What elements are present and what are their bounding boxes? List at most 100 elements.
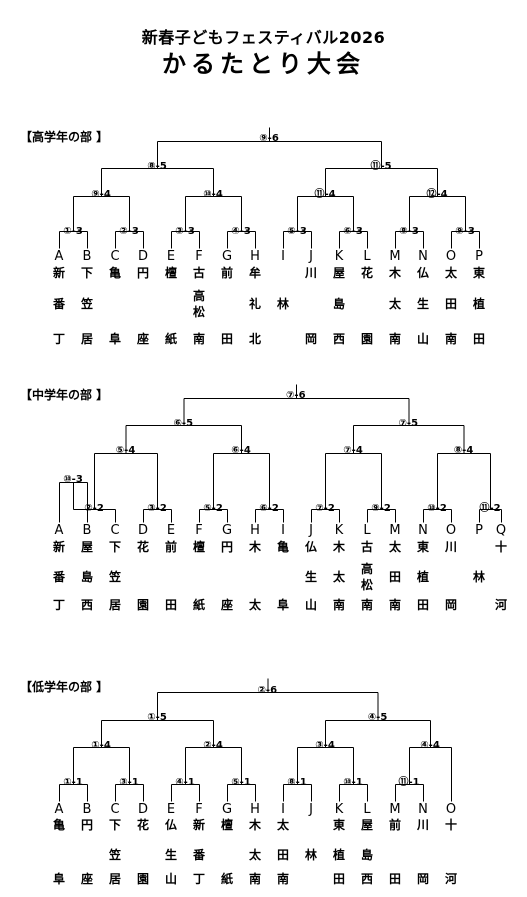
team-letter: G <box>221 249 233 264</box>
match-label: ⑪-5 <box>370 161 392 172</box>
team-name-char: 阜 <box>52 872 66 886</box>
match-label: ③-2 <box>147 503 167 514</box>
team-letter: B <box>82 802 92 817</box>
team-name-char: 花 <box>136 818 150 832</box>
team-letter: H <box>250 249 260 264</box>
match-label: ④-4 <box>420 740 440 751</box>
match-label: ⑩-2 <box>427 503 447 514</box>
team-letter: P <box>475 523 483 538</box>
team-name-char: 南 <box>248 872 262 886</box>
team-name-char: 木 <box>332 540 346 554</box>
match-label: ⑨-2 <box>371 503 391 514</box>
team-letter: D <box>137 249 149 264</box>
team-letter: H <box>250 802 260 817</box>
team-name-char: 下 <box>108 818 122 832</box>
team-name-char: 西 <box>80 598 94 612</box>
team-name-char: 屋 <box>360 818 374 832</box>
team-name-char: 十 <box>444 818 458 832</box>
team-name-char: 木 <box>248 818 262 832</box>
team-name-char: 田 <box>472 332 486 346</box>
team-letter: B <box>82 249 92 264</box>
team-name-char: 南 <box>360 598 374 612</box>
team-letter: D <box>137 802 149 817</box>
team-name-char: 山 <box>164 872 178 886</box>
team-name-char: 仏 <box>304 540 318 554</box>
match-label: ⑩-3 <box>63 474 83 485</box>
team-name-char: 松 <box>360 578 374 592</box>
team-letter: D <box>137 523 149 538</box>
team-name-char: 北 <box>248 332 262 346</box>
team-name-char: 丁 <box>52 332 66 346</box>
match-label: ⑪-2 <box>479 503 501 514</box>
match-label: ⑩-4 <box>203 189 223 200</box>
team-letter: E <box>166 802 176 817</box>
team-name-char: 木 <box>248 540 262 554</box>
team-name-char: 東 <box>332 818 346 832</box>
team-name-char: 田 <box>388 570 402 584</box>
match-label: ⑧-1 <box>287 777 307 788</box>
team-name-char: 居 <box>108 598 122 612</box>
match-label: ⑥-4 <box>231 445 251 456</box>
team-name-char: 河 <box>444 872 458 886</box>
match-label: ⑦-6 <box>285 390 306 401</box>
team-name-char: 座 <box>136 332 150 346</box>
team-name-char: 田 <box>276 848 290 862</box>
team-name-char: 太 <box>332 570 346 584</box>
team-name-char: 山 <box>416 332 430 346</box>
team-letter: J <box>309 249 313 264</box>
match-label: ④-1 <box>175 777 195 788</box>
match-label: ⑤-4 <box>115 445 136 456</box>
team-name-char: 前 <box>164 540 178 554</box>
team-name-char: 阜 <box>276 598 290 612</box>
team-name-char: 仏 <box>416 266 430 280</box>
team-letter: P <box>475 249 483 264</box>
match-label: ⑫-4 <box>426 189 448 200</box>
team-name-char: 林 <box>304 848 318 862</box>
team-letter: L <box>363 523 371 538</box>
team-name-char: 岡 <box>444 598 458 612</box>
team-name-char: 川 <box>444 540 458 554</box>
match-label: ⑨-3 <box>455 226 475 237</box>
team-name-char: 植 <box>332 848 346 862</box>
team-name-char: 礼 <box>248 297 262 311</box>
team-letter: L <box>363 249 371 264</box>
team-name-char: 居 <box>108 872 122 886</box>
team-letter: M <box>389 249 401 264</box>
team-letter: G <box>221 523 233 538</box>
team-name-char: 円 <box>220 540 234 554</box>
team-name-char: 阜 <box>108 332 122 346</box>
team-name-char: 山 <box>304 598 318 612</box>
team-letter: O <box>445 802 457 817</box>
team-letter: A <box>54 523 64 538</box>
team-letter: F <box>195 802 203 817</box>
team-letter: C <box>110 523 120 538</box>
match-label: ②-4 <box>203 740 223 751</box>
team-name-char: 南 <box>444 332 458 346</box>
team-letter: K <box>334 523 344 538</box>
team-name-char: 番 <box>192 848 206 862</box>
team-name-char: 高 <box>360 562 374 576</box>
team-name-char: 亀 <box>52 818 66 832</box>
match-label: ⑥-2 <box>259 503 279 514</box>
match-label: ①-1 <box>63 777 83 788</box>
team-letter: A <box>54 802 64 817</box>
team-name-char: 木 <box>388 266 402 280</box>
team-name-char: 紙 <box>164 332 178 346</box>
team-name-char: 下 <box>108 540 122 554</box>
team-name-char: 新 <box>52 540 66 554</box>
match-label: ①-4 <box>91 740 111 751</box>
team-letter: L <box>363 802 371 817</box>
team-letter: B <box>82 523 92 538</box>
team-name-char: 円 <box>136 266 150 280</box>
team-name-char: 座 <box>80 872 94 886</box>
team-name-char: 太 <box>248 848 262 862</box>
team-name-char: 高 <box>192 289 206 303</box>
team-name-char: 西 <box>360 872 374 886</box>
match-label: ⑧-4 <box>453 445 474 456</box>
team-name-char: 太 <box>444 266 458 280</box>
team-name-char: 田 <box>164 598 178 612</box>
team-letter: A <box>54 249 64 264</box>
team-letter: F <box>195 523 203 538</box>
